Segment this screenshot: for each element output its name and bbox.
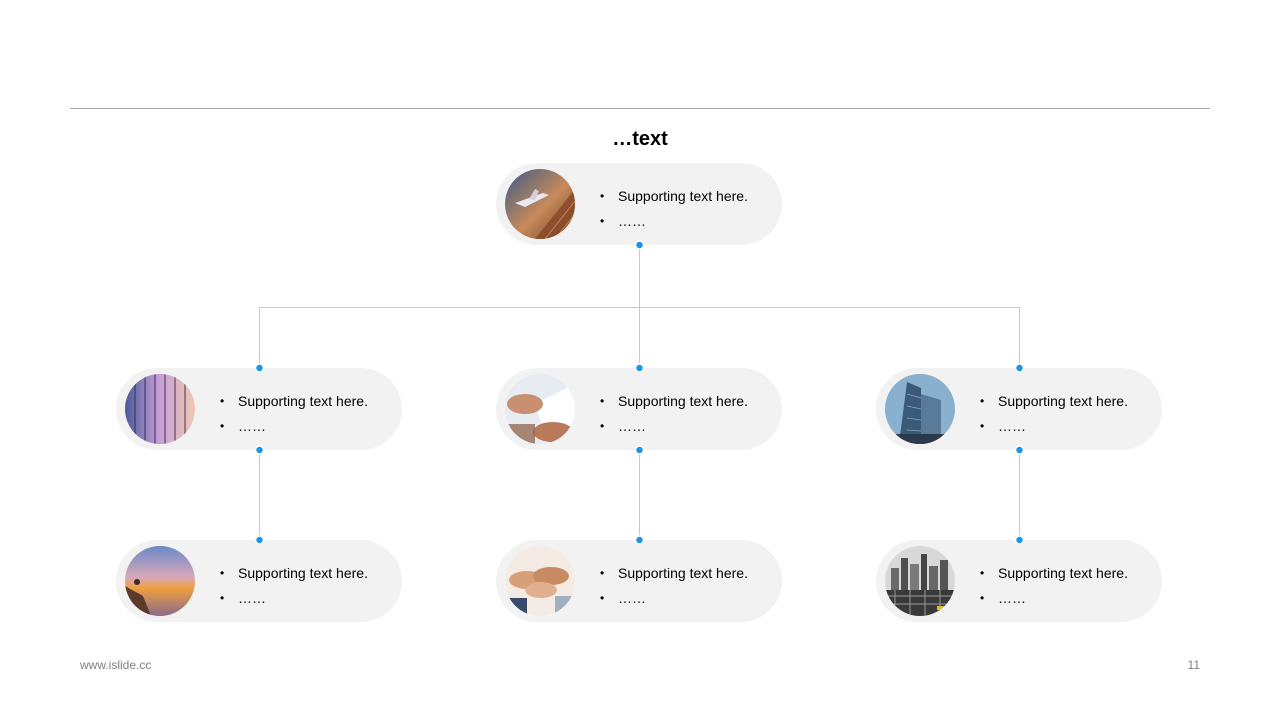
bullet-item: Supporting text here. bbox=[600, 561, 748, 586]
connector-dot bbox=[1014, 445, 1025, 455]
bullet-item: Supporting text here. bbox=[980, 561, 1128, 586]
glass-facade-photo bbox=[125, 374, 195, 444]
node-bullets: Supporting text here. …… bbox=[600, 184, 748, 234]
node-bullets: Supporting text here. …… bbox=[600, 561, 748, 611]
node-middle-left: Supporting text here. …… bbox=[116, 368, 402, 450]
node-bullets: Supporting text here. …… bbox=[980, 389, 1128, 439]
bullet-item: …… bbox=[220, 586, 368, 611]
connector-dot bbox=[634, 445, 645, 455]
diagram-title: …text bbox=[612, 128, 668, 150]
node-bullets: Supporting text here. …… bbox=[600, 389, 748, 439]
bullet-item: …… bbox=[600, 586, 748, 611]
node-top: Supporting text here. …… bbox=[496, 163, 782, 245]
bullet-item: Supporting text here. bbox=[220, 561, 368, 586]
skyscraper-photo bbox=[885, 374, 955, 444]
bullet-item: …… bbox=[980, 586, 1128, 611]
node-bullets: Supporting text here. …… bbox=[220, 561, 368, 611]
node-middle-center: Supporting text here. …… bbox=[496, 368, 782, 450]
node-bottom-right: Supporting text here. …… bbox=[876, 540, 1162, 622]
footer-url: www.islide.cc bbox=[80, 658, 152, 672]
bullet-item: …… bbox=[600, 414, 748, 439]
node-bottom-center: Supporting text here. …… bbox=[496, 540, 782, 622]
bullet-item: Supporting text here. bbox=[600, 184, 748, 209]
airplane-building-photo bbox=[505, 169, 575, 239]
connector-dot bbox=[1014, 535, 1025, 545]
page-number: 11 bbox=[1187, 658, 1200, 672]
bullet-item: …… bbox=[220, 414, 368, 439]
bullet-item: Supporting text here. bbox=[220, 389, 368, 414]
node-bullets: Supporting text here. …… bbox=[220, 389, 368, 439]
connector-dot bbox=[254, 363, 265, 373]
bullet-item: …… bbox=[980, 414, 1128, 439]
node-bottom-left: Supporting text here. …… bbox=[116, 540, 402, 622]
node-middle-right: Supporting text here. …… bbox=[876, 368, 1162, 450]
connector-dot bbox=[1014, 363, 1025, 373]
connector-dot bbox=[634, 363, 645, 373]
connector-dot bbox=[634, 535, 645, 545]
connector-dot bbox=[634, 240, 645, 250]
bullet-item: Supporting text here. bbox=[600, 389, 748, 414]
connector-dot bbox=[254, 535, 265, 545]
team-handshake-photo bbox=[505, 546, 575, 616]
connector-dot bbox=[254, 445, 265, 455]
node-bullets: Supporting text here. …… bbox=[980, 561, 1128, 611]
business-hands-photo bbox=[505, 374, 575, 444]
bullet-item: Supporting text here. bbox=[980, 389, 1128, 414]
bullet-item: …… bbox=[600, 209, 748, 234]
header-divider bbox=[70, 108, 1210, 109]
